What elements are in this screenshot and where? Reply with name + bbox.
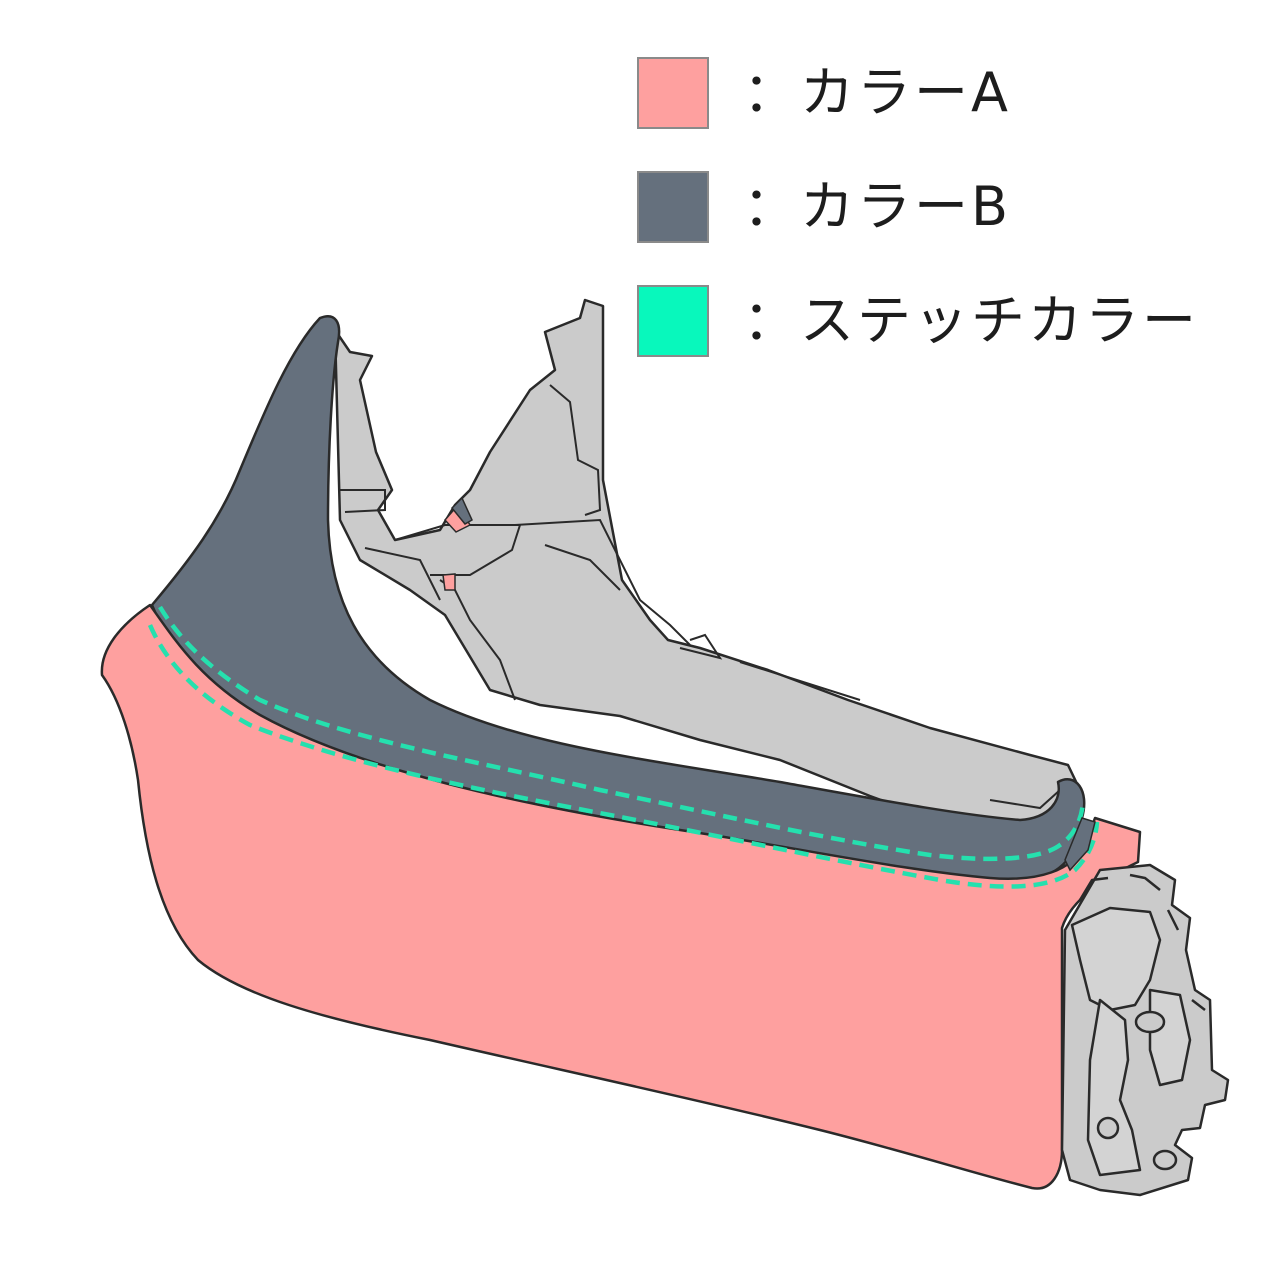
- legend-label-color-a: ：カラーA: [743, 66, 1011, 120]
- legend-item-color-a: ：カラーA: [637, 55, 1011, 131]
- color-a-accent: [443, 574, 455, 590]
- legend-label-color-b: ：カラーB: [743, 180, 1011, 234]
- color-a-swatch: [637, 57, 709, 129]
- front-bracket: [1062, 865, 1228, 1195]
- color-b-swatch: [637, 171, 709, 243]
- legend-item-stitch-color: ：ステッチカラー: [637, 283, 1199, 359]
- stitch-color-swatch: [637, 285, 709, 357]
- legend-label-stitch-color: ：ステッチカラー: [743, 294, 1199, 348]
- legend-item-color-b: ：カラーB: [637, 169, 1011, 245]
